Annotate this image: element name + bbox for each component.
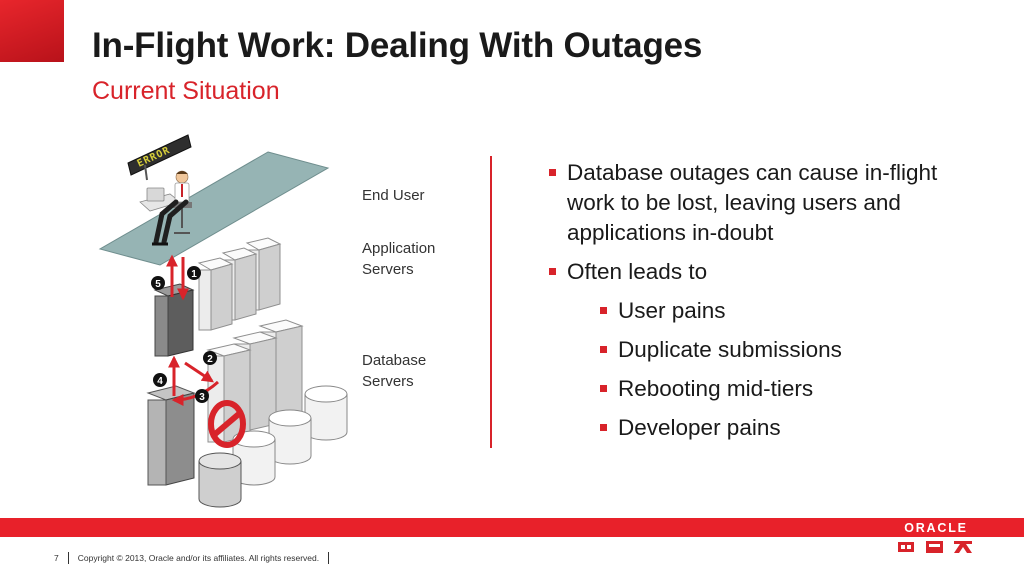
copyright-text: Copyright © 2013, Oracle and/or its affi… (77, 553, 320, 563)
footer-red-bar (0, 518, 1024, 537)
bullet-list: Database outages can cause in-flight wor… (548, 158, 958, 452)
storage-cylinder-2 (268, 409, 312, 465)
app-server-active (153, 283, 195, 357)
bullet-item: Database outages can cause in-flight wor… (548, 158, 958, 248)
footer-separator (67, 552, 69, 564)
step-2-number: 2 (207, 354, 213, 365)
step-2-badge: 2 (203, 351, 217, 365)
oracle-logo: ORACLE (904, 521, 968, 535)
outage-prohibited-icon (208, 400, 246, 448)
label-end-user: End User (362, 187, 425, 204)
sub-bullet-item: Rebooting mid-tiers (599, 374, 958, 404)
vertical-divider (490, 156, 492, 448)
footer: 7 Copyright © 2013, Oracle and/or its af… (54, 552, 338, 564)
storage-cylinder-active (198, 452, 242, 508)
step-4-badge: 4 (153, 373, 167, 387)
corner-accent (0, 0, 64, 62)
error-sign-text: ERROR (136, 145, 172, 170)
step-5-number: 5 (155, 279, 161, 290)
step-1-number: 1 (191, 269, 197, 280)
label-application-servers: Application Servers (362, 240, 436, 278)
step-5-badge: 5 (151, 276, 165, 290)
db-server-active (146, 385, 196, 486)
end-user-figure (139, 170, 192, 246)
slide-subtitle: Current Situation (92, 77, 280, 105)
sub-bullet-item: User pains (599, 296, 958, 326)
label-database-servers: Database Servers (362, 352, 427, 390)
footer-separator (328, 552, 330, 564)
oracle-chinese-logo-icon (898, 541, 972, 553)
storage-cylinder-1 (304, 385, 348, 441)
step-4-number: 4 (157, 376, 163, 387)
app-server-3 (197, 257, 234, 331)
step-3-number: 3 (199, 392, 205, 403)
outage-diagram: ERROR (98, 134, 348, 508)
sub-bullet-item: Duplicate submissions (599, 335, 958, 365)
step-3-badge: 3 (195, 389, 209, 403)
step-1-badge: 1 (187, 266, 201, 280)
bullet-item: Often leads to (548, 257, 958, 287)
sub-bullet-item: Developer pains (599, 413, 958, 443)
page-number: 7 (54, 553, 59, 563)
slide-title: In-Flight Work: Dealing With Outages (92, 26, 703, 65)
